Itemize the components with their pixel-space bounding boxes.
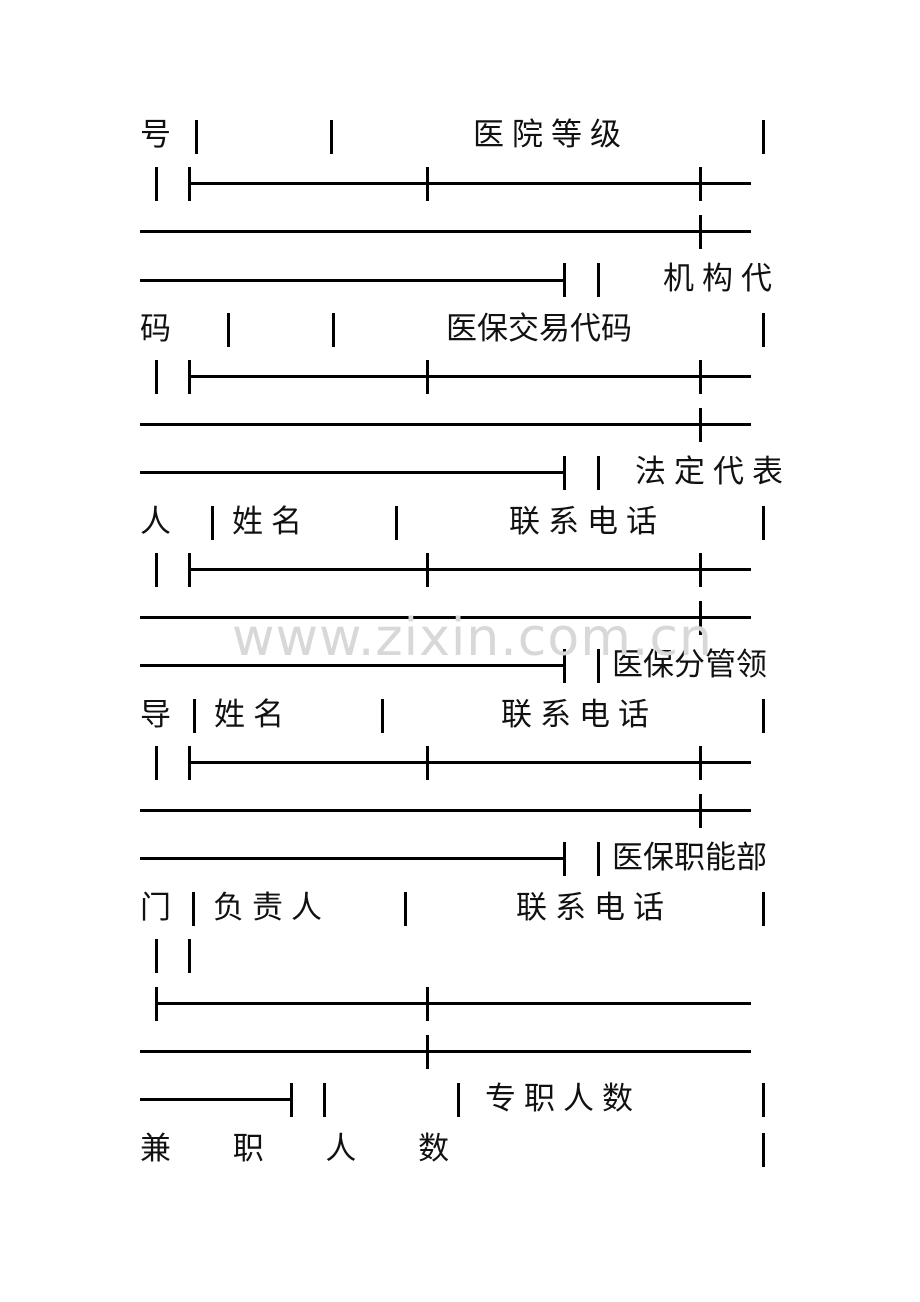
table-border: [762, 506, 765, 540]
label-institution-code-part1: 机构代: [663, 261, 780, 297]
table-border: [563, 263, 566, 297]
table-rule: [140, 664, 565, 667]
table-rule: [189, 761, 751, 764]
table-border: [381, 699, 384, 733]
table-border: [426, 360, 429, 394]
table-rule: [140, 230, 751, 233]
label-name: 姓名: [214, 697, 292, 733]
label-insurance-transaction-code: 医保交易代码: [446, 311, 632, 347]
table-border: [332, 313, 335, 347]
label-phone: 联系电话: [501, 697, 657, 733]
label-full-time-staff: 专职人数: [485, 1081, 641, 1117]
table-border: [762, 120, 765, 154]
table-border: [699, 746, 702, 780]
table-border: [563, 649, 566, 683]
table-border: [426, 1035, 429, 1069]
table-rule: [189, 375, 751, 378]
table-border: [699, 601, 702, 635]
label-phone: 联系电话: [509, 504, 665, 540]
text-ma: 码: [140, 311, 171, 347]
table-border: [597, 649, 600, 683]
table-border: [155, 360, 158, 394]
table-border: [699, 553, 702, 587]
table-border: [563, 842, 566, 876]
label-insurance-dept-part1: 医保职能部: [612, 840, 767, 876]
table-border: [762, 1083, 765, 1117]
table-border: [699, 794, 702, 828]
table-border: [195, 120, 198, 154]
table-border: [155, 553, 158, 587]
label-part-time-staff: 兼 职 人 数: [140, 1131, 464, 1167]
table-border: [699, 360, 702, 394]
table-border: [762, 313, 765, 347]
table-rule: [140, 471, 565, 474]
text-ren: 人: [140, 504, 171, 540]
table-border: [193, 699, 196, 733]
table-rule: [189, 182, 751, 185]
table-rule: [140, 857, 565, 860]
table-border: [192, 892, 195, 926]
text-men: 门: [140, 890, 171, 926]
table-rule: [140, 423, 751, 426]
table-border: [426, 553, 429, 587]
label-legal-rep-part1: 法定代表: [635, 454, 791, 490]
table-border: [330, 120, 333, 154]
table-border: [211, 506, 214, 540]
table-rule: [140, 809, 751, 812]
label-hospital-level: 医院等级: [473, 117, 629, 153]
table-border: [762, 892, 765, 926]
table-rule: [140, 1098, 292, 1101]
table-border: [323, 1083, 326, 1117]
table-border: [426, 987, 429, 1021]
text-dao: 导: [140, 697, 171, 733]
table-border: [155, 939, 158, 973]
label-phone: 联系电话: [516, 890, 672, 926]
table-border: [699, 215, 702, 249]
table-border: [426, 746, 429, 780]
table-border: [457, 1083, 460, 1117]
table-border: [227, 313, 230, 347]
label-insurance-leader-part1: 医保分管领: [612, 647, 767, 683]
table-border: [563, 456, 566, 490]
table-rule: [140, 1050, 751, 1053]
table-rule: [140, 279, 565, 282]
table-border: [597, 456, 600, 490]
table-border: [699, 167, 702, 201]
table-border: [290, 1083, 293, 1117]
table-border: [188, 939, 191, 973]
table-border: [762, 699, 765, 733]
table-border: [699, 408, 702, 442]
table-rule: [140, 616, 751, 619]
table-border: [395, 506, 398, 540]
table-border: [597, 263, 600, 297]
table-border: [155, 746, 158, 780]
table-border: [155, 167, 158, 201]
label-person-in-charge: 负责人: [213, 890, 330, 926]
table-border: [426, 167, 429, 201]
text-hao: 号: [140, 117, 171, 153]
table-border: [597, 842, 600, 876]
table-border: [404, 892, 407, 926]
table-rule: [189, 568, 751, 571]
table-rule: [156, 1002, 751, 1005]
table-border: [762, 1133, 765, 1167]
label-name: 姓名: [232, 504, 310, 540]
